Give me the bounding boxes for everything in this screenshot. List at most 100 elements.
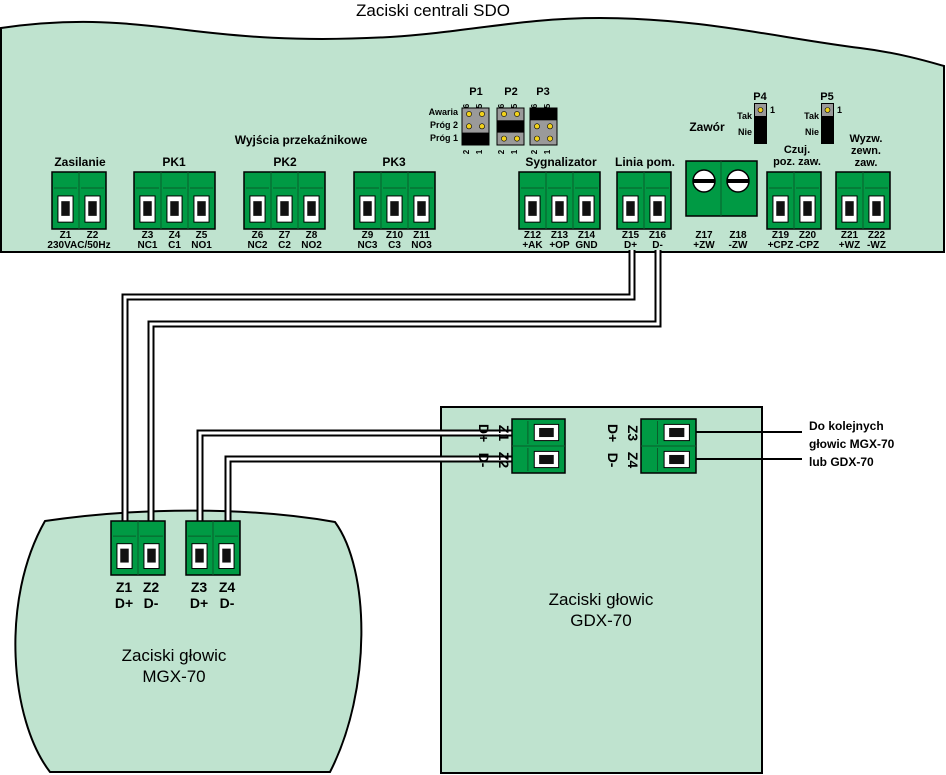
terminal-block-linia bbox=[616, 171, 672, 230]
mgx-terminal-id: Z1 bbox=[116, 579, 133, 595]
terminal-signal: D- bbox=[652, 240, 663, 251]
gdx-terminal-id: Z3 bbox=[625, 425, 641, 442]
jumper-pin-label: 5 bbox=[475, 103, 484, 108]
terminal-id: Z5 bbox=[196, 230, 208, 241]
terminal-block-zasilanie bbox=[51, 171, 107, 230]
group-czuj-1: Czuj. bbox=[784, 144, 810, 156]
terminal-signal: GND bbox=[575, 240, 597, 251]
group-zawor: Zawór bbox=[689, 120, 725, 134]
terminal-block-sygnalizator bbox=[518, 171, 601, 230]
terminal-id: Z17 bbox=[695, 230, 713, 241]
jumper-row-awaria: Awaria bbox=[429, 107, 459, 117]
mgx-terminal-id: Z2 bbox=[143, 579, 160, 595]
terminal-id: Z3 bbox=[142, 230, 154, 241]
jumper-header-p2 bbox=[496, 107, 525, 146]
gdx-terminal-id: Z4 bbox=[625, 452, 641, 469]
terminal-signal: NC2 bbox=[247, 240, 267, 251]
jumper-label-p2: P2 bbox=[504, 86, 517, 98]
p5-one: 1 bbox=[837, 105, 842, 115]
jumper-pin-label: 1 bbox=[510, 149, 519, 154]
terminal-block-wyzw bbox=[835, 171, 891, 230]
jumper-pin-label: 2 bbox=[530, 149, 539, 154]
terminal-id: Z20 bbox=[799, 230, 817, 241]
screw-icon bbox=[692, 169, 716, 193]
jumper-label-p4: P4 bbox=[753, 91, 767, 103]
jumper-header-p3 bbox=[529, 107, 558, 146]
terminal-signal: NC3 bbox=[357, 240, 377, 251]
group-wyzw-3: zaw. bbox=[855, 157, 878, 169]
p5-tak: Tak bbox=[804, 111, 820, 121]
group-pk3: PK3 bbox=[382, 155, 406, 169]
group-wyzw-2: zewn. bbox=[851, 145, 881, 157]
jumper-pin-label: 2 bbox=[462, 149, 471, 154]
jumper-pin-label: 6 bbox=[462, 103, 471, 108]
gdx-panel bbox=[440, 406, 763, 774]
mgx-title-1: Zaciski głowic bbox=[122, 646, 227, 665]
terminal-block-pk3 bbox=[353, 171, 436, 230]
group-pk2: PK2 bbox=[273, 155, 297, 169]
mgx-terminal-signal: D+ bbox=[115, 595, 133, 611]
gdx-title-1: Zaciski głowic bbox=[549, 590, 654, 609]
jumper-p5 bbox=[821, 103, 834, 144]
jumper-pin-label: 5 bbox=[543, 103, 552, 108]
mgx-terminal-id: Z3 bbox=[191, 579, 208, 595]
terminal-signal: -WZ bbox=[867, 240, 886, 251]
jumper-pin-label: 2 bbox=[497, 149, 506, 154]
mgx-terminal-signal: D+ bbox=[190, 595, 208, 611]
group-wyzw-1: Wyzw. bbox=[849, 133, 882, 145]
terminal-id: Z21 bbox=[841, 230, 859, 241]
gdx-terminal-signal: D- bbox=[605, 453, 621, 468]
mgx-terminal-signal: D- bbox=[220, 595, 235, 611]
group-pk1: PK1 bbox=[162, 155, 186, 169]
terminal-signal: NO3 bbox=[411, 240, 432, 251]
terminal-signal: +WZ bbox=[839, 240, 860, 251]
terminal-signal: NC1 bbox=[137, 240, 157, 251]
power-label: 230VAC/50Hz bbox=[47, 240, 110, 251]
terminal-signal: C1 bbox=[168, 240, 181, 251]
terminal-id: Z7 bbox=[279, 230, 291, 241]
terminal-id: Z18 bbox=[729, 230, 747, 241]
gdx-terminal-id: Z2 bbox=[496, 452, 512, 469]
terminal-block-pk2 bbox=[243, 171, 326, 230]
jumper-row-prog2: Próg 2 bbox=[430, 120, 458, 130]
terminal-id: Z4 bbox=[169, 230, 181, 241]
terminal-id: Z2 bbox=[87, 230, 99, 241]
terminal-signal: D+ bbox=[624, 240, 637, 251]
terminal-id: Z16 bbox=[649, 230, 667, 241]
terminal-id: Z19 bbox=[772, 230, 790, 241]
terminal-id: Z9 bbox=[362, 230, 374, 241]
gdx-title-2: GDX-70 bbox=[570, 611, 631, 630]
terminal-id: Z1 bbox=[60, 230, 72, 241]
terminal-id: Z13 bbox=[551, 230, 569, 241]
terminal-id: Z15 bbox=[622, 230, 640, 241]
mgx-terminal-block-b bbox=[185, 520, 241, 576]
gdx-terminal-id: Z1 bbox=[496, 425, 512, 442]
jumper-label-p1: P1 bbox=[469, 86, 482, 98]
gdx-terminal-block-a bbox=[511, 418, 566, 474]
jumper-header-p1 bbox=[461, 107, 490, 146]
terminal-signal: -CPZ bbox=[796, 240, 819, 251]
terminal-signal: C3 bbox=[388, 240, 401, 251]
terminal-signal: C2 bbox=[278, 240, 291, 251]
gdx-terminal-signal: D- bbox=[476, 453, 492, 468]
jumper-row-prog1: Próg 1 bbox=[430, 133, 458, 143]
note-line-2: głowic MGX-70 bbox=[809, 437, 895, 451]
gdx-terminal-block-b bbox=[640, 418, 697, 474]
group-linia: Linia pom. bbox=[615, 155, 675, 169]
valve-terminal-block bbox=[685, 160, 758, 217]
jumper-label-p3: P3 bbox=[536, 86, 549, 98]
jumper-pin-label: 5 bbox=[510, 103, 519, 108]
jumper-pin-label: 1 bbox=[543, 149, 552, 154]
mgx-terminal-id: Z4 bbox=[219, 579, 236, 595]
terminal-signal: +CPZ bbox=[768, 240, 794, 251]
jumper-pin-label: 1 bbox=[475, 149, 484, 154]
jumper-label-p5: P5 bbox=[820, 91, 833, 103]
sdo-title: Zaciski centrali SDO bbox=[356, 1, 510, 20]
terminal-id: Z14 bbox=[578, 230, 596, 241]
terminal-id: Z6 bbox=[252, 230, 264, 241]
terminal-id: Z12 bbox=[524, 230, 542, 241]
mgx-panel bbox=[14, 509, 363, 773]
p5-nie: Nie bbox=[805, 127, 819, 137]
terminal-signal: -ZW bbox=[729, 240, 748, 251]
